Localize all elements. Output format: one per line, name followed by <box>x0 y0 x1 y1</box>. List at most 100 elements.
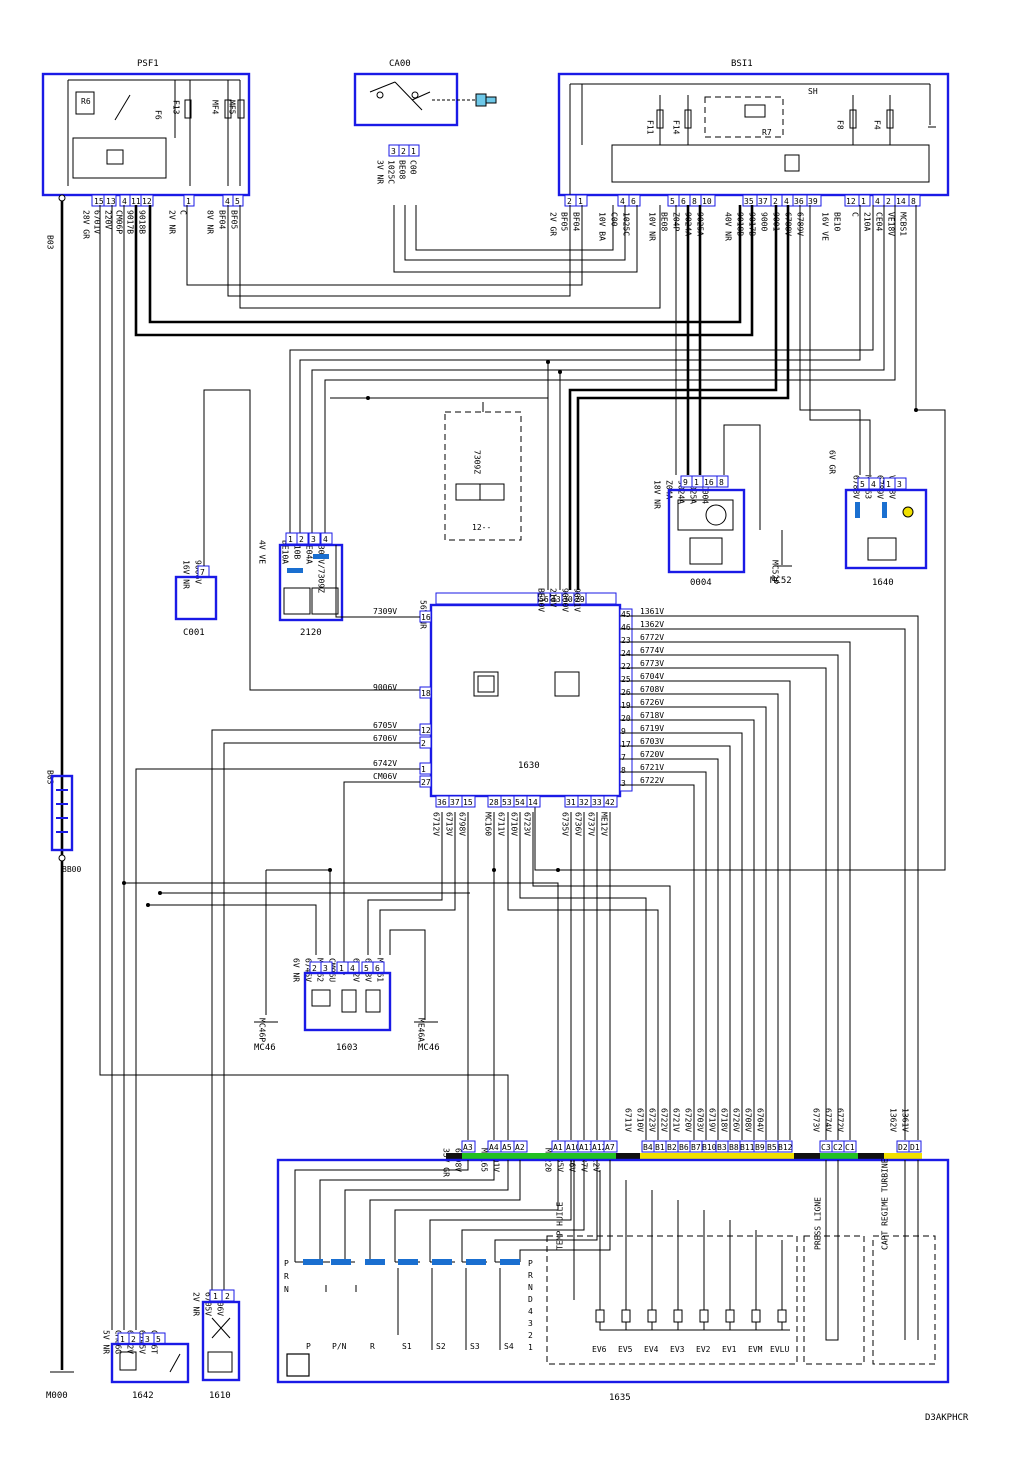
svg-text:29: 29 <box>575 595 585 604</box>
psf1-label: PSF1 <box>137 59 159 69</box>
svg-text:VE18V: VE18V <box>887 212 896 236</box>
svg-text:B03: B03 <box>46 235 55 250</box>
svg-text:28: 28 <box>489 798 499 807</box>
svg-text:B10: B10 <box>702 1143 717 1152</box>
svg-text:P: P <box>306 1342 311 1351</box>
svg-text:R: R <box>370 1342 375 1351</box>
svg-text:N: N <box>284 1285 289 1294</box>
svg-text:A1: A1 <box>553 1143 563 1152</box>
svg-text:5V NR: 5V NR <box>102 1330 111 1354</box>
svg-text:210B: 210B <box>293 540 302 559</box>
svg-text:28V GR: 28V GR <box>82 210 91 239</box>
svg-text:7309V/7309Z: 7309V/7309Z <box>317 540 326 593</box>
svg-text:SH: SH <box>808 87 818 96</box>
svg-text:6708V: 6708V <box>640 685 664 694</box>
svg-text:12--: 12-- <box>472 523 491 532</box>
svg-text:2: 2 <box>401 147 406 156</box>
svg-text:2V NR: 2V NR <box>192 1292 201 1316</box>
svg-text:8: 8 <box>911 197 916 206</box>
svg-text:1: 1 <box>886 480 891 489</box>
svg-text:220V: 220V <box>104 210 113 229</box>
svg-text:16: 16 <box>704 478 714 487</box>
svg-text:23: 23 <box>621 636 631 645</box>
svg-text:15: 15 <box>94 197 104 206</box>
svg-text:6723V: 6723V <box>523 812 532 836</box>
ground-bar-b03: B03 B03 BB00 M000 <box>46 194 81 1401</box>
svg-text:6701V: 6701V <box>93 210 102 234</box>
svg-text:56: 56 <box>539 595 549 604</box>
svg-text:18V NR: 18V NR <box>653 480 662 509</box>
svg-text:CM06V: CM06V <box>373 772 397 781</box>
svg-text:2: 2 <box>131 1335 136 1344</box>
svg-text:BE10A: BE10A <box>281 540 290 564</box>
svg-text:18: 18 <box>421 689 431 698</box>
svg-text:1: 1 <box>861 197 866 206</box>
svg-text:37: 37 <box>450 798 460 807</box>
svg-text:P: P <box>284 1259 289 1268</box>
svg-text:2: 2 <box>225 1292 230 1301</box>
svg-text:39: 39 <box>808 197 818 206</box>
svg-text:1: 1 <box>411 147 416 156</box>
svg-text:TEMP HUILE: TEMP HUILE <box>556 1202 565 1250</box>
ground-mc52: MC52P MC52 <box>770 530 792 586</box>
svg-text:6736V: 6736V <box>574 812 583 836</box>
svg-text:11: 11 <box>131 197 141 206</box>
svg-text:BE10V: BE10V <box>537 588 546 612</box>
svg-text:B1: B1 <box>655 1143 665 1152</box>
svg-text:6772V: 6772V <box>640 633 664 642</box>
svg-text:CM06P: CM06P <box>115 210 124 234</box>
svg-text:36: 36 <box>437 798 447 807</box>
svg-text:46: 46 <box>621 623 631 632</box>
svg-text:P: P <box>528 1259 533 1268</box>
ground-mc46-b: ME46A MC46 <box>414 1018 440 1053</box>
svg-text:9001V: 9001V <box>573 588 582 612</box>
svg-text:6708V: 6708V <box>744 1108 753 1132</box>
svg-text:B6: B6 <box>679 1143 689 1152</box>
bsi1-unit: BSI1 R7 F11 F14 F8 F4 SH 2 1 4 6 5 6 8 1… <box>549 59 950 241</box>
svg-text:6706V: 6706V <box>373 734 397 743</box>
svg-text:8V NR: 8V NR <box>206 210 215 234</box>
lower-harness <box>99 205 919 1330</box>
svg-text:1361V: 1361V <box>901 1108 910 1132</box>
svg-text:9000V: 9000V <box>561 588 570 612</box>
svg-text:6703V: 6703V <box>640 737 664 746</box>
svg-text:D1: D1 <box>910 1143 920 1152</box>
svg-text:MC52: MC52 <box>770 576 792 586</box>
gearbox-1635: 33V GR 6798V MC165 6701V MC220 6735V 673… <box>276 1108 950 1403</box>
svg-text:9025A: 9025A <box>689 480 698 504</box>
svg-text:BF05: BF05 <box>230 210 239 229</box>
svg-text:1: 1 <box>528 1343 533 1352</box>
svg-text:EV6: EV6 <box>592 1345 607 1354</box>
svg-text:10V BA: 10V BA <box>598 212 607 241</box>
connector-d: 1362V 1361V D2 D1 <box>884 1108 922 1159</box>
svg-text:1362V: 1362V <box>640 620 664 629</box>
svg-text:6745V: 6745V <box>304 958 313 982</box>
svg-text:6704V: 6704V <box>640 672 664 681</box>
svg-text:R7: R7 <box>762 128 772 137</box>
svg-text:54: 54 <box>515 798 525 807</box>
svg-text:EV5: EV5 <box>618 1345 633 1354</box>
ecu-bottom-pins: 36 37 15 28 53 54 14 31 32 33 42 <box>435 795 618 808</box>
component-2120: 4V VE BE10A 210B CE04A 7309V/7309Z 1 2 3… <box>258 532 344 638</box>
svg-text:24: 24 <box>621 649 631 658</box>
svg-text:3: 3 <box>323 964 328 973</box>
svg-text:3: 3 <box>311 535 316 544</box>
svg-text:6711V: 6711V <box>624 1108 633 1132</box>
svg-text:A11: A11 <box>579 1143 594 1152</box>
svg-text:1: 1 <box>421 765 426 774</box>
svg-text:1630: 1630 <box>518 761 540 771</box>
svg-text:12: 12 <box>142 197 152 206</box>
component-c001: 16V NR 9006V 7 C001 <box>174 389 422 691</box>
svg-text:6735V: 6735V <box>561 812 570 836</box>
svg-text:6773V: 6773V <box>812 1108 821 1132</box>
svg-text:B11: B11 <box>740 1143 755 1152</box>
psf1-mf4-label: MF4 <box>211 100 220 115</box>
svg-text:9000: 9000 <box>760 212 769 231</box>
ground-mc46-a: MC46P MC46 <box>254 1018 278 1053</box>
svg-text:B03: B03 <box>46 770 55 785</box>
svg-text:A4: A4 <box>489 1143 499 1152</box>
svg-text:16V NR: 16V NR <box>182 560 191 589</box>
svg-text:A3: A3 <box>463 1143 473 1152</box>
svg-text:16V VE: 16V VE <box>821 212 830 241</box>
